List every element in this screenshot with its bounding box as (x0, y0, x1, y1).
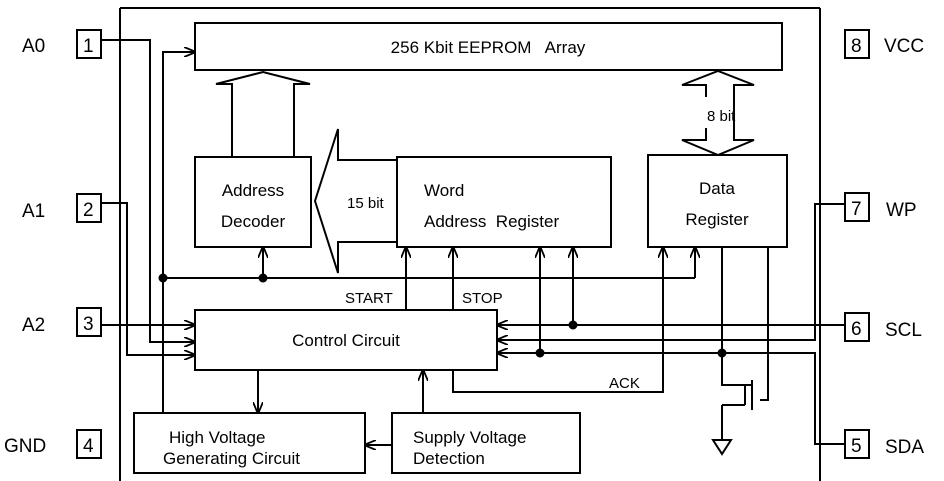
address-decoder-block: Address Decoder (194, 156, 312, 248)
start-label: START (345, 290, 393, 307)
control-circuit-block: Control Circuit (194, 309, 498, 371)
supply-voltage-label-2: Detection (413, 449, 485, 468)
data-register-block: Data Register (647, 154, 788, 248)
array-data-bus-arrow (681, 69, 755, 157)
pin-a1-number: 2 (83, 200, 94, 221)
supply-voltage-block: Supply Voltage Detection (391, 412, 581, 474)
pin-scl: 6 SCL (844, 312, 922, 342)
eeprom-array-block: 256 Kbit EEPROM Array (194, 22, 783, 71)
ack-label: ACK (609, 375, 640, 392)
pin-scl-number: 6 (851, 319, 862, 340)
pin-vcc-number: 8 (851, 36, 862, 57)
pin-wp: 7 WP (844, 192, 917, 222)
pin-sda-number: 5 (851, 436, 862, 457)
pin-wp-number: 7 (851, 199, 862, 220)
data-register-label-2: Register (685, 210, 749, 229)
supply-voltage-label-1: Supply Voltage (413, 428, 526, 447)
high-voltage-block: High Voltage Generating Circuit (133, 412, 366, 474)
pin-a1: A1 2 (22, 193, 102, 223)
pin-a0-name: A0 (22, 36, 45, 57)
pin-vcc: 8 VCC (844, 29, 924, 59)
pin-wp-name: WP (886, 200, 917, 221)
pin-a0: A0 1 (22, 29, 102, 59)
word-address-register-label-2: Address Register (424, 212, 559, 231)
data-register-label-1: Data (699, 179, 735, 198)
pin-a0-number: 1 (83, 36, 94, 57)
signal-wires (101, 39, 845, 456)
pin-gnd-name: GND (4, 436, 46, 457)
pin-sda-name: SDA (885, 437, 924, 458)
word-address-register-block: Word Address Register (396, 156, 612, 248)
high-voltage-label-2: Generating Circuit (163, 449, 300, 468)
pin-scl-name: SCL (885, 320, 922, 341)
word-address-bus-arrow (313, 128, 397, 274)
pin-a2-name: A2 (22, 315, 45, 336)
pin-a2: A2 3 (22, 307, 102, 337)
bus-8-bit-label: 8 bit (707, 108, 736, 125)
chip-outline (119, 7, 821, 481)
high-voltage-label-1: High Voltage (169, 428, 265, 447)
pin-sda: 5 SDA (844, 429, 924, 459)
word-address-register-label-1: Word (424, 181, 464, 200)
pin-a1-name: A1 (22, 201, 45, 222)
junction-dots (158, 273, 727, 358)
stop-label: STOP (462, 290, 503, 307)
pin-gnd-number: 4 (83, 436, 94, 457)
pin-gnd: GND 4 (4, 429, 102, 459)
bus-15-bit-label: 15 bit (347, 195, 385, 212)
pin-a2-number: 3 (83, 314, 94, 335)
address-decoder-label-2: Decoder (221, 212, 286, 231)
control-circuit-label: Control Circuit (292, 331, 400, 350)
eeprom-array-label: 256 Kbit EEPROM Array (391, 38, 586, 57)
pin-vcc-name: VCC (884, 36, 924, 57)
address-decoder-label-1: Address (222, 181, 284, 200)
decoder-to-array-arrow (215, 70, 311, 157)
